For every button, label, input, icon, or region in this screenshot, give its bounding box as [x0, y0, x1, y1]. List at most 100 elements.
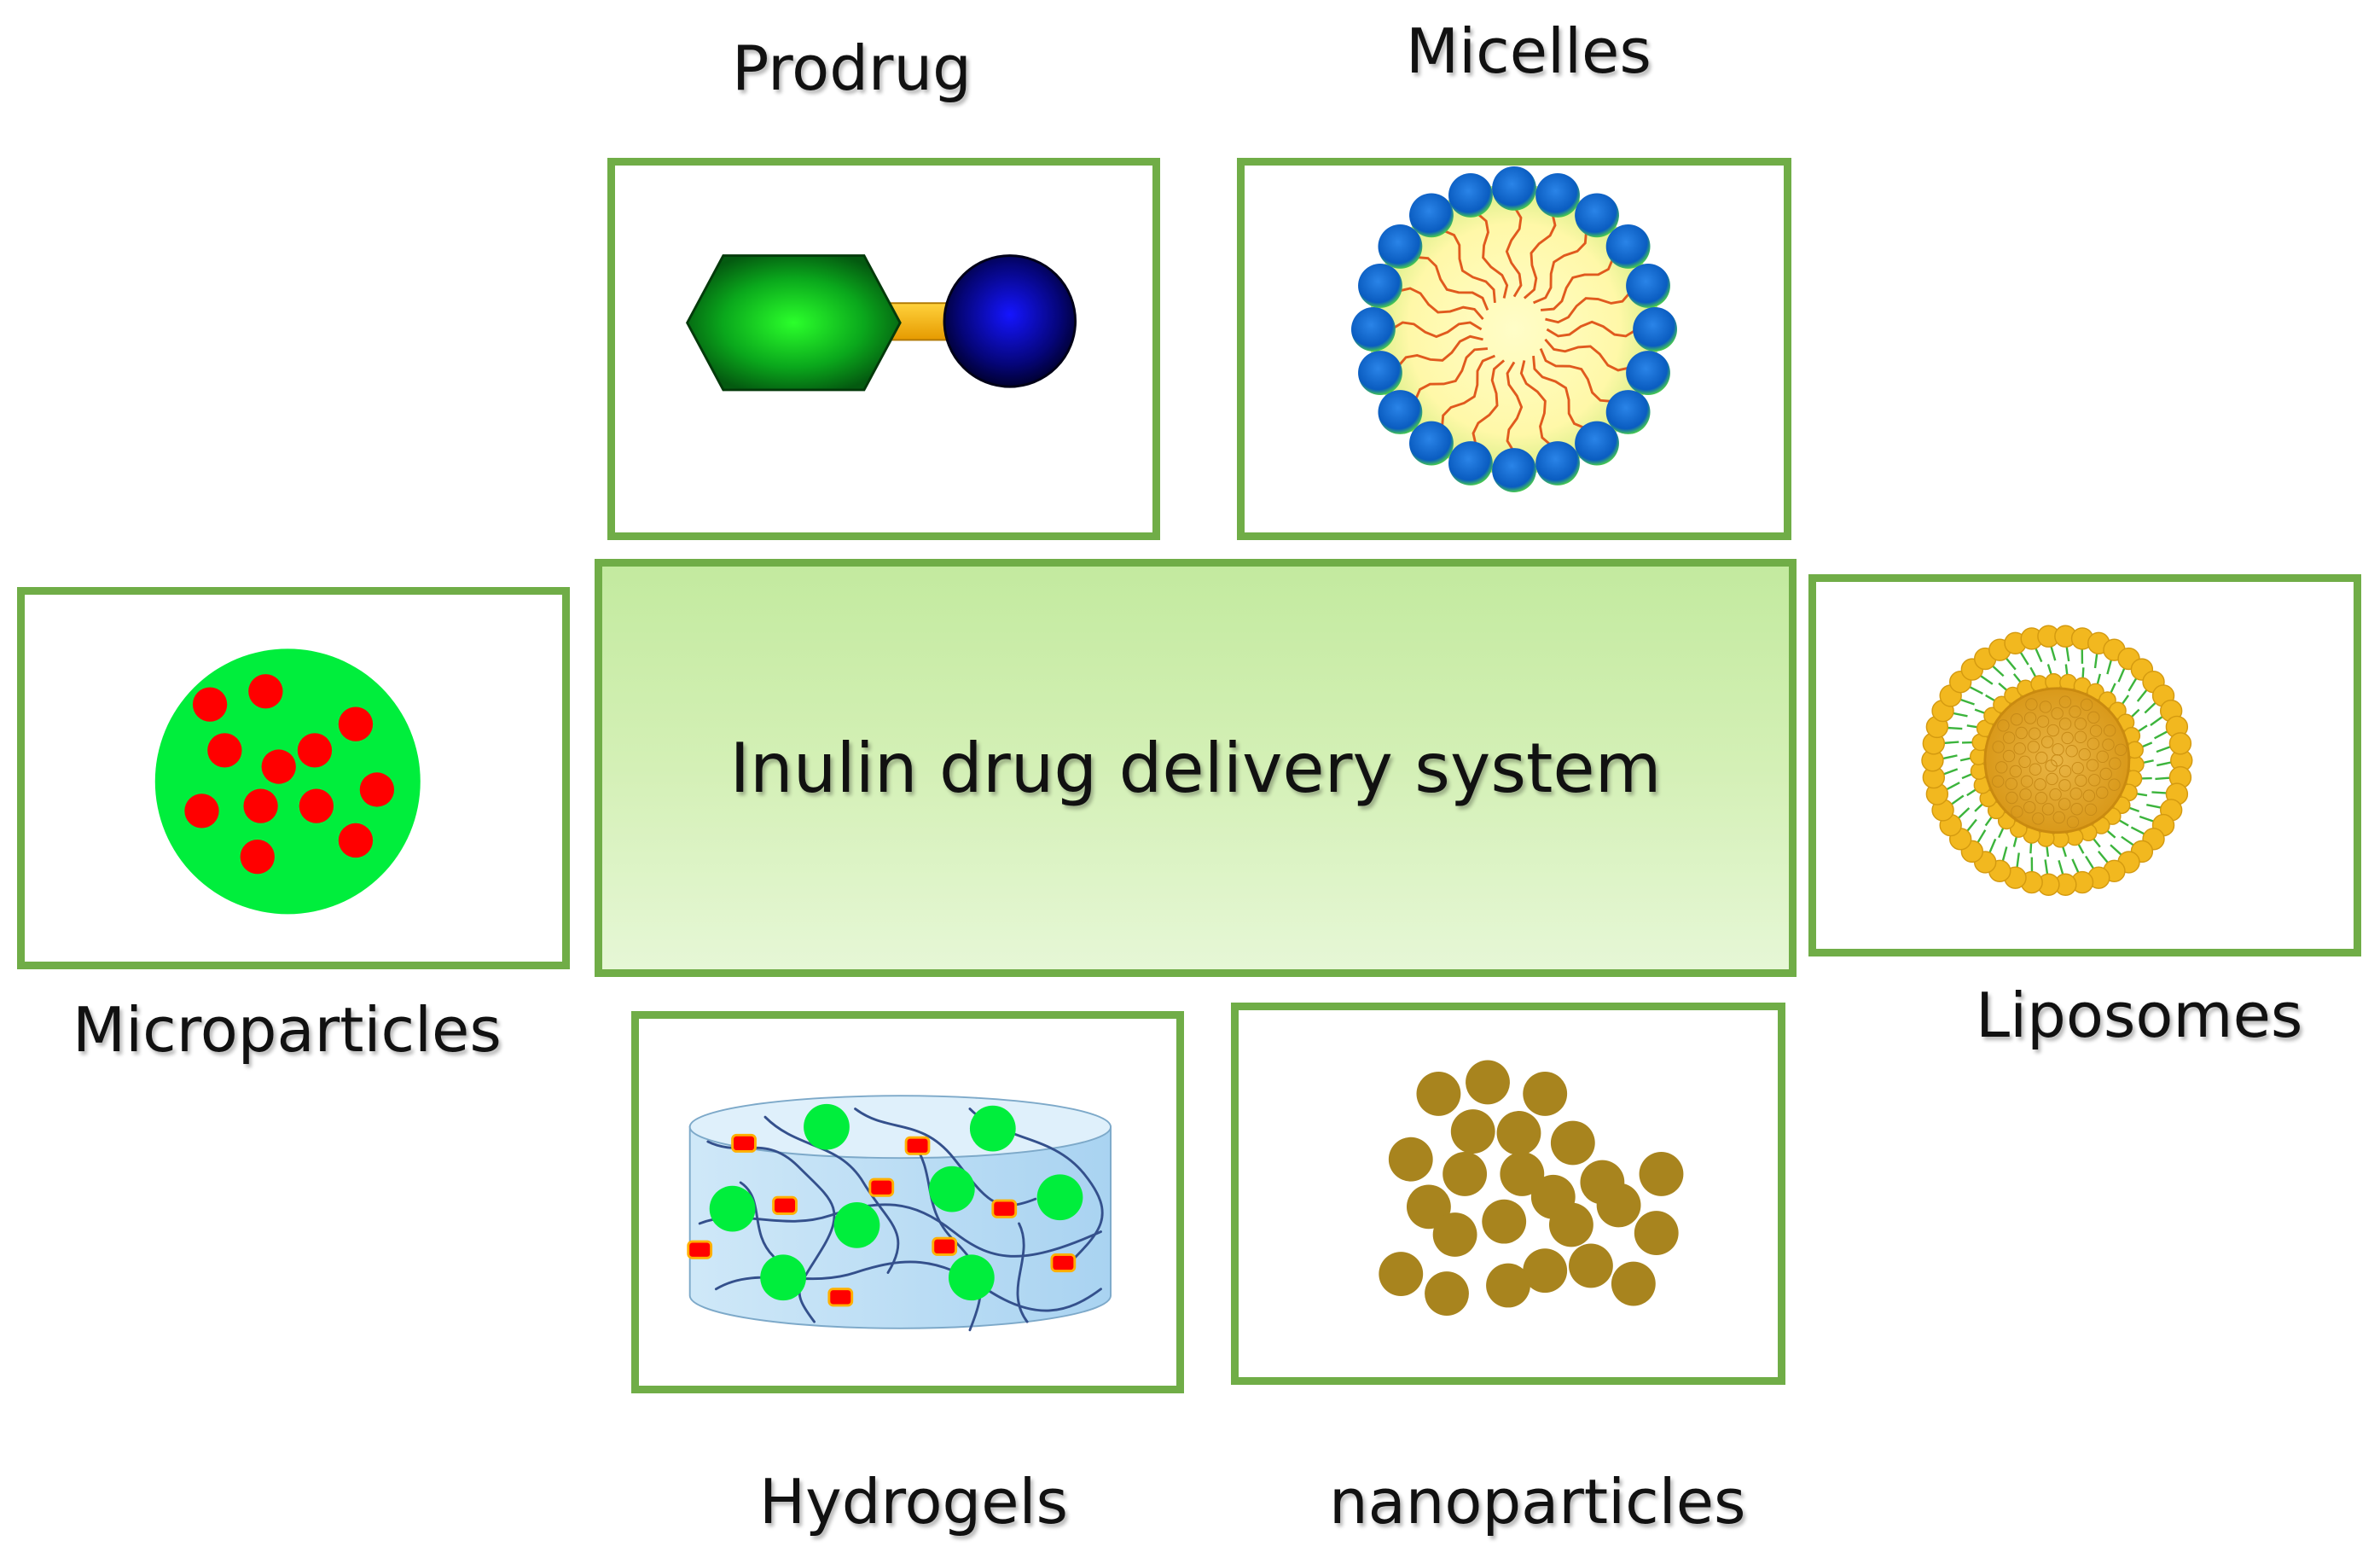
- drug-dot: [248, 674, 283, 709]
- core-texture: [2023, 712, 2037, 724]
- core-texture: [2087, 774, 2101, 787]
- core-texture: [2058, 798, 2071, 811]
- core-texture: [2074, 730, 2087, 743]
- core-texture: [2099, 767, 2112, 781]
- drug-dot: [299, 788, 334, 823]
- nanoparticle: [1611, 1261, 1656, 1306]
- nanoparticle: [1548, 1202, 1593, 1247]
- core-texture: [2039, 701, 2052, 713]
- micelle-tail: [1532, 230, 1588, 305]
- polymer-chain: [739, 1181, 775, 1258]
- nanoparticle: [1466, 1060, 1510, 1105]
- nanoparticle: [1639, 1152, 1684, 1196]
- core-texture: [2020, 775, 2034, 788]
- core-texture: [2046, 724, 2059, 737]
- micelle-tail: [1414, 255, 1489, 311]
- micelles-box: [1237, 158, 1791, 540]
- nanoparticle: [1425, 1271, 1469, 1317]
- core-texture: [2069, 705, 2081, 718]
- drug-dot: [207, 733, 242, 768]
- nanoparticles-box: [1231, 1003, 1785, 1385]
- nanoparticle: [1550, 1120, 1595, 1166]
- core-texture: [2058, 779, 2071, 792]
- hydrogel-illustration: [687, 1095, 1112, 1332]
- nanoparticle: [1443, 1152, 1488, 1196]
- drug-dot: [243, 788, 278, 823]
- micelle-head: [1535, 173, 1580, 218]
- nanoparticle: [1379, 1252, 1424, 1296]
- nanoparticle: [1634, 1211, 1679, 1255]
- core-texture: [2023, 800, 2036, 814]
- core-texture: [2011, 805, 2023, 818]
- micelle-tail: [1532, 355, 1588, 430]
- micelle-tail: [1396, 334, 1483, 369]
- core-texture: [2018, 755, 2031, 768]
- nanoparticle: [1432, 1212, 1477, 1257]
- core-texture: [2069, 788, 2082, 800]
- nanoparticle: [1523, 1071, 1568, 1116]
- drug-particle: [868, 1177, 895, 1197]
- micelle-head: [1448, 441, 1493, 485]
- micelle-head: [1378, 224, 1423, 269]
- drug-particle: [827, 1288, 854, 1307]
- label-nanoparticles: nanoparticles: [1329, 1466, 1746, 1538]
- drug-dot: [240, 839, 275, 875]
- label-liposomes: Liposomes: [1976, 980, 2303, 1051]
- core-texture: [2084, 803, 2098, 817]
- micelle-head: [1575, 421, 1619, 466]
- core-texture: [2087, 737, 2100, 750]
- center-title: Inulin drug delivery system: [729, 728, 1662, 808]
- micelle-tail: [1519, 360, 1553, 448]
- drug-dot: [297, 733, 333, 768]
- nanoparticle-illustration: [1379, 1060, 1684, 1317]
- core-texture: [2035, 751, 2048, 765]
- inulin-bead: [709, 1185, 756, 1232]
- core-texture: [2080, 698, 2093, 712]
- nanoparticle: [1482, 1199, 1527, 1244]
- micelle-tail: [1475, 211, 1509, 299]
- core-texture: [2086, 759, 2099, 772]
- core-texture: [2070, 803, 2083, 816]
- drug-particle: [904, 1136, 931, 1155]
- micelle-tail: [1545, 290, 1633, 324]
- drug-dot: [338, 823, 374, 858]
- core-texture: [1995, 761, 2008, 774]
- micelle-head: [1350, 307, 1396, 352]
- nanoparticle: [1569, 1243, 1613, 1288]
- micelle-head: [1409, 421, 1454, 466]
- core-texture: [2114, 743, 2127, 756]
- drug-particle: [772, 1195, 798, 1215]
- core-texture: [2029, 763, 2042, 776]
- micelle-head: [1448, 173, 1493, 218]
- core-texture: [2058, 718, 2072, 730]
- drug-dot: [338, 706, 374, 741]
- micelle-head: [1605, 224, 1651, 269]
- core-texture: [2061, 731, 2074, 745]
- micelle-head: [1409, 193, 1454, 238]
- core-texture: [2015, 726, 2028, 740]
- label-micelles: Micelles: [1406, 15, 1651, 87]
- core-texture: [2034, 778, 2046, 791]
- micelle-head: [1633, 307, 1678, 352]
- core-texture: [2005, 777, 2018, 790]
- drug-particle: [1050, 1253, 1077, 1273]
- drug-particle: [687, 1240, 713, 1259]
- inulin-bead: [1036, 1174, 1083, 1221]
- micelle-tail: [1440, 354, 1496, 429]
- nanoparticle: [1500, 1152, 1545, 1196]
- micelle-tail: [1472, 359, 1506, 447]
- inulin-bead: [804, 1103, 850, 1150]
- micelle-tail: [1539, 347, 1614, 404]
- drug-dot: [359, 772, 395, 807]
- nanoparticle: [1416, 1071, 1461, 1116]
- micelle-head: [1626, 263, 1670, 308]
- core-texture: [2045, 759, 2058, 772]
- inulin-bead: [948, 1254, 995, 1301]
- core-texture: [2051, 706, 2064, 720]
- label-prodrug: Prodrug: [732, 32, 972, 104]
- core-texture: [2009, 765, 2022, 778]
- micelle-head: [1575, 193, 1619, 238]
- core-texture: [2058, 695, 2072, 708]
- prodrug-illustration: [686, 254, 1077, 392]
- lipid-head: [2168, 732, 2192, 755]
